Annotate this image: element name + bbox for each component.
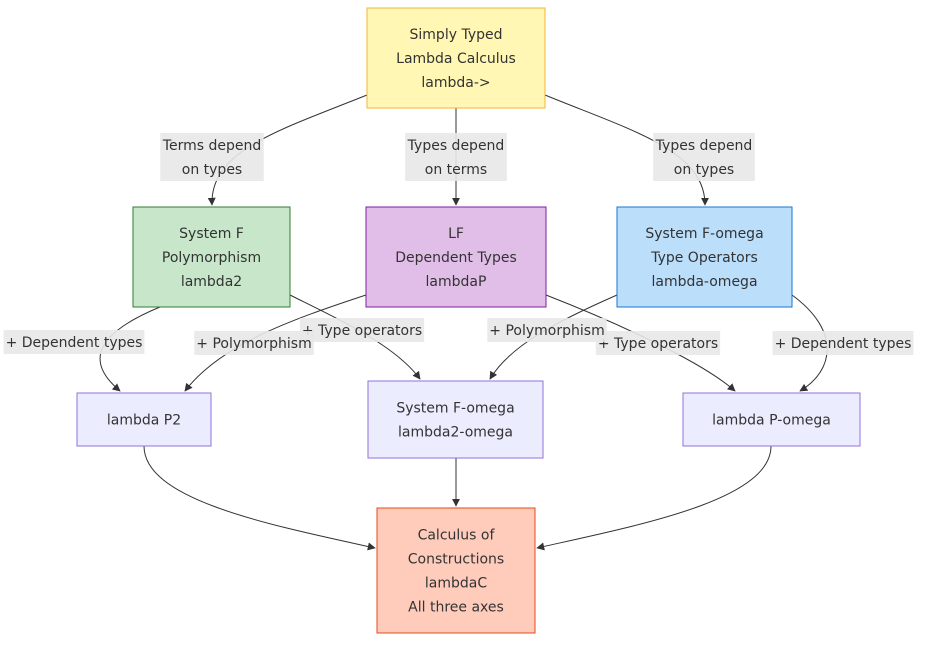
node-box — [682, 392, 861, 447]
edge-label: + Dependent types — [3, 330, 145, 354]
edge-label-background — [653, 133, 755, 181]
node-label-line: Type Operators — [650, 250, 758, 266]
edge-label-text: + Dependent types — [6, 335, 143, 351]
node-box — [365, 206, 547, 308]
node-coc: Calculus of Constructions lambdaC All three… — [376, 507, 536, 634]
node-label-line: lambdaC — [425, 576, 487, 592]
edge-label-background — [194, 331, 314, 355]
node-label-line: lambda2-omega — [398, 425, 513, 441]
node-label-line: Dependent Types — [395, 250, 517, 266]
edge-lpomega-to-coc — [536, 445, 772, 551]
node-label-line: lambda-omega — [651, 274, 757, 290]
node-box — [76, 392, 212, 447]
edge-label-text: Types depend — [407, 138, 505, 154]
edge-label-background — [3, 330, 145, 354]
edge-label-background — [299, 318, 425, 342]
edge-label-text: + Type operators — [302, 323, 422, 339]
node-label-line: All three axes — [408, 600, 504, 616]
edge-label: Terms depend on types — [160, 133, 264, 181]
edge-label: Types depend on types — [653, 133, 755, 181]
edge-labels-layer: Terms depend on types Types depend on terms… — [3, 133, 914, 355]
node-box — [367, 380, 544, 459]
edge-label-text: + Type operators — [598, 336, 718, 352]
node-label-line: lambda2 — [181, 274, 242, 290]
edge-label-background — [405, 133, 507, 181]
edge-label-background — [487, 318, 607, 342]
edge-label-background — [595, 331, 721, 355]
node-label-line: System F-omega — [645, 226, 763, 242]
edge-label: + Polymorphism — [194, 331, 314, 355]
node-label-line: Polymorphism — [162, 250, 261, 266]
node-box — [366, 7, 546, 109]
node-lf: LF Dependent Types lambdaP — [365, 206, 547, 308]
edge-label: + Type operators — [595, 331, 721, 355]
node-label-line: lambda P-omega — [712, 413, 831, 429]
edge-label-text: + Polymorphism — [489, 323, 604, 339]
edge-lp2-to-coc — [143, 445, 376, 551]
edge-label-text: + Polymorphism — [196, 336, 311, 352]
node-fomega: System F-omega lambda2-omega — [367, 380, 544, 459]
edge-label-text: Terms depend — [162, 138, 261, 154]
node-box — [132, 206, 291, 308]
node-systemf: System F Polymorphism lambda2 — [132, 206, 291, 308]
edge-label-background — [772, 331, 914, 355]
node-label-line: System F — [179, 226, 244, 242]
node-box — [616, 206, 793, 308]
node-label-line: lambdaP — [426, 274, 487, 290]
node-label-line: Lambda Calculus — [396, 51, 516, 67]
node-lpomega: lambda P-omega — [682, 392, 861, 447]
edge-label-background — [160, 133, 264, 181]
node-label-line: lambda-> — [421, 75, 490, 91]
node-label-line: System F-omega — [396, 401, 514, 417]
node-label-line: lambda P2 — [107, 413, 181, 429]
edge-label: + Dependent types — [772, 331, 914, 355]
node-label-line: LF — [448, 226, 464, 242]
edge-label: + Type operators — [299, 318, 425, 342]
edge-label: Types depend on terms — [405, 133, 507, 181]
edge-label-text: on types — [674, 162, 734, 178]
edge-label-text: on terms — [425, 162, 487, 178]
edge-label: + Polymorphism — [487, 318, 607, 342]
node-box — [376, 507, 536, 634]
node-label-line: Simply Typed — [410, 27, 503, 43]
node-lp2: lambda P2 — [76, 392, 212, 447]
edge-label-text: + Dependent types — [775, 336, 912, 352]
edge-label-text: Types depend — [655, 138, 753, 154]
edge-label-text: on types — [182, 162, 242, 178]
node-label-line: Constructions — [408, 552, 504, 568]
node-label-line: Calculus of — [418, 528, 496, 544]
